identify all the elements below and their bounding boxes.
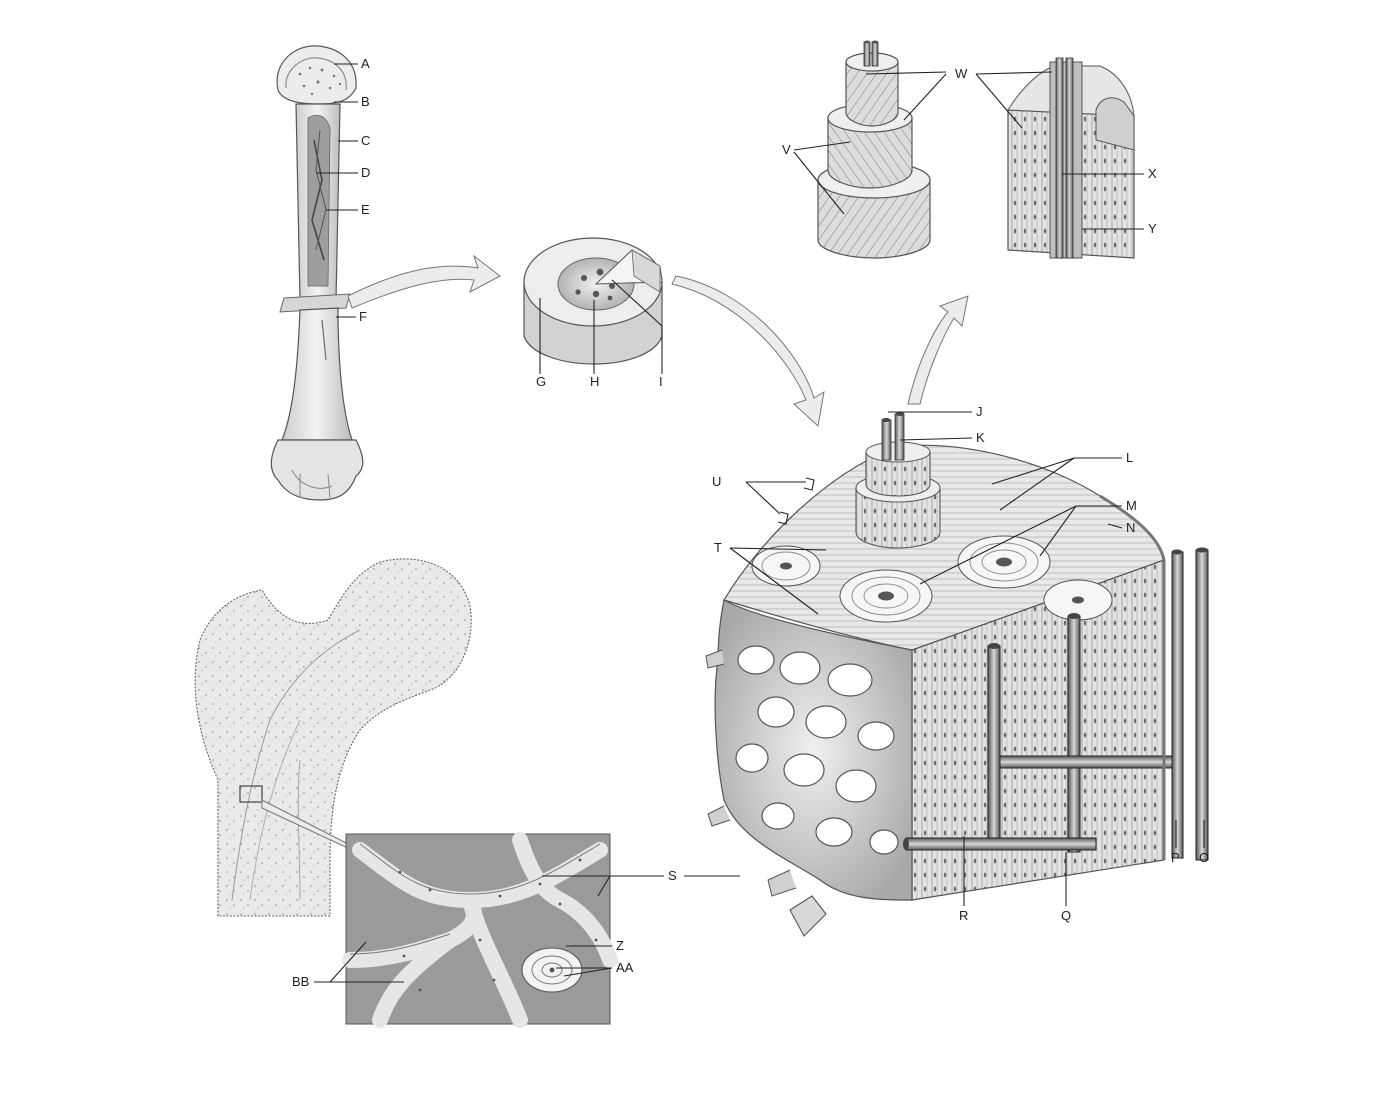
label-P: P — [1171, 850, 1180, 865]
label-X: X — [1148, 166, 1157, 181]
label-U: U — [712, 474, 721, 489]
cross-section-illustration — [523, 237, 663, 365]
label-H: H — [590, 374, 599, 389]
leader-lines — [314, 63, 1205, 983]
label-Y: Y — [1148, 221, 1157, 236]
magnify-box — [239, 785, 263, 803]
label-V: V — [782, 142, 791, 157]
label-I: I — [659, 374, 663, 389]
arrow-to-lamellae — [907, 295, 969, 405]
label-K: K — [976, 430, 985, 445]
label-S: S — [668, 868, 677, 883]
label-W: W — [955, 66, 968, 81]
label-AA: AA — [616, 960, 634, 975]
arrow-to-compact-bone — [671, 275, 825, 427]
label-F: F — [359, 309, 367, 324]
label-BB: BB — [292, 974, 309, 989]
label-C: C — [361, 133, 370, 148]
label-B: B — [361, 94, 370, 109]
label-Z: Z — [616, 938, 624, 953]
label-A: A — [361, 56, 370, 71]
osteon-longitudinal-section-illustration — [1007, 57, 1135, 259]
arrow-to-cross-section — [347, 254, 501, 309]
label-G: G — [536, 374, 546, 389]
label-R: R — [959, 908, 968, 923]
label-M: M — [1126, 498, 1137, 513]
label-N: N — [1126, 520, 1135, 535]
label-E: E — [361, 202, 370, 217]
label-T: T — [714, 540, 722, 555]
lamellae-cylinders-illustration — [817, 40, 931, 259]
label-L: L — [1126, 450, 1133, 465]
label-J: J — [976, 404, 983, 419]
trabecula-inset-illustration — [342, 832, 618, 1028]
long-bone-illustration — [270, 45, 364, 501]
labels: A B C D E F G H I J K L M N O P Q R S T … — [292, 56, 1209, 989]
label-D: D — [361, 165, 370, 180]
label-O: O — [1199, 850, 1209, 865]
label-Q: Q — [1061, 908, 1071, 923]
compact-bone-block-illustration — [705, 412, 1209, 937]
